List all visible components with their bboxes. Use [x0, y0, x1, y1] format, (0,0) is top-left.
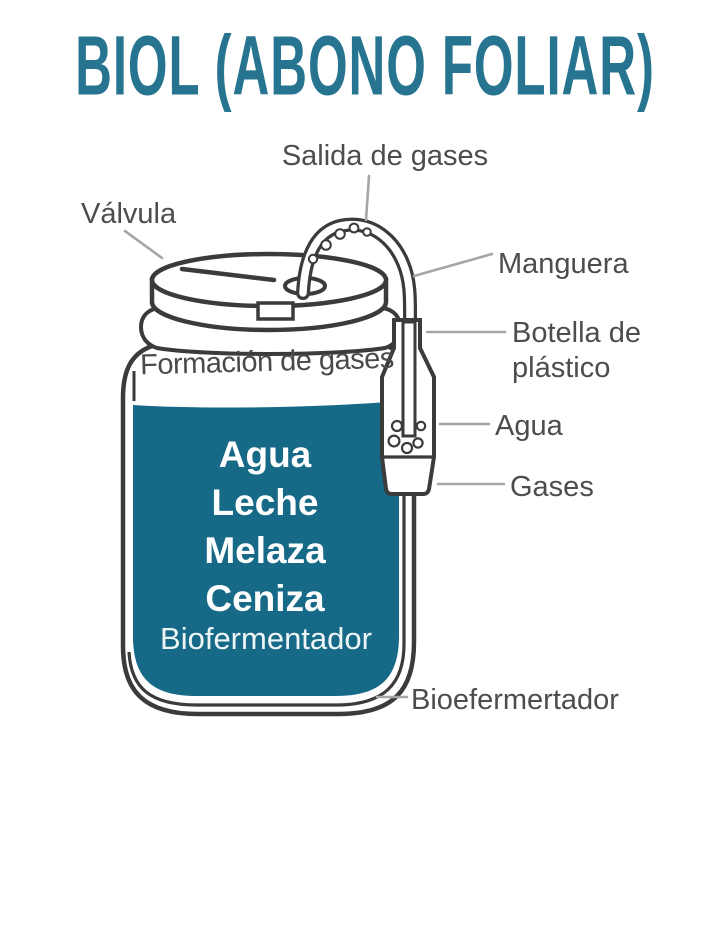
ingredient-ceniza: Ceniza: [205, 578, 325, 619]
bubble-icon: [362, 227, 372, 237]
callout-botella-line1: Botella de: [512, 317, 641, 349]
bubble-icon: [348, 222, 360, 234]
jar-inner-bottom-line: [127, 496, 406, 707]
liquid-fill: [133, 401, 399, 696]
manguera-leader-line: [412, 252, 494, 278]
callout-manguera: Manguera: [498, 248, 629, 280]
bottle-water-bubbles: [387, 419, 427, 455]
callout-gases: Gases: [510, 471, 594, 503]
callout-bioefermertador: Bioefermertador: [411, 684, 619, 716]
callout-valvula: Válvula: [81, 198, 177, 230]
callout-agua: Agua: [495, 410, 563, 442]
gas-formation-zone-label: Formación de gases: [139, 342, 395, 382]
ingredient-leche: Leche: [211, 482, 319, 523]
bubble-icon: [387, 434, 401, 448]
lid-notch: [256, 301, 295, 321]
bubble-icon: [412, 437, 424, 449]
bubble-icon: [415, 420, 427, 432]
callout-botella-line2: plástico: [512, 352, 611, 384]
hose: [296, 217, 418, 333]
biofermentador-label: Biofermentador: [160, 621, 372, 656]
bubble-icon: [320, 239, 332, 251]
ingredient-agua: Agua: [218, 434, 312, 475]
salida-de-gases-leader-line: [364, 174, 371, 222]
bubble-icon: [307, 253, 319, 265]
callout-botella-de-plastico: Botella de plástico: [512, 316, 641, 386]
ingredient-melaza: Melaza: [204, 530, 326, 571]
valvula-leader-line: [123, 229, 164, 260]
bubble-icon: [400, 441, 414, 455]
bubble-icon: [334, 228, 346, 240]
page-title: BIOL (ABONO FOLIAR): [75, 18, 655, 113]
bottle-inner-tube: [401, 320, 417, 438]
hose-gas-bubbles: [307, 222, 372, 265]
lid-slot-valve-mark: [179, 266, 277, 283]
callout-salida-de-gases: Salida de gases: [281, 140, 489, 172]
bubble-icon: [390, 419, 404, 433]
